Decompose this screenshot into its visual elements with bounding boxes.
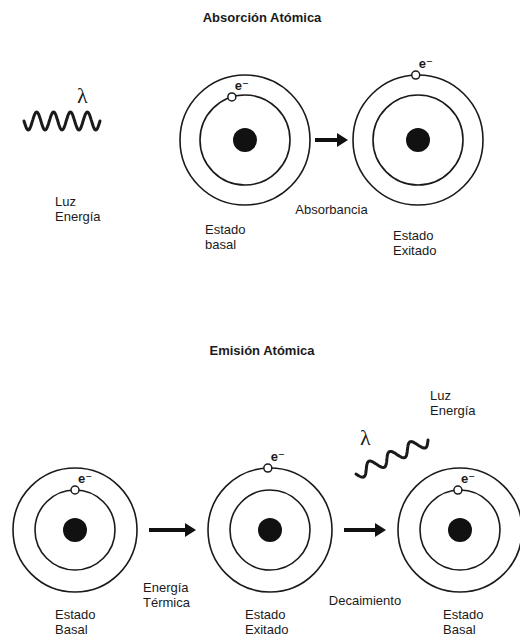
- arrow-head: [185, 523, 196, 537]
- electron-label: e⁻: [78, 472, 92, 486]
- outer-orbit: [180, 75, 310, 205]
- arrow-shaft: [315, 138, 338, 142]
- atom-node: Estado Basal: [396, 466, 520, 594]
- electron-label: e⁻: [271, 450, 285, 464]
- arrow-label: Decaimiento: [329, 593, 401, 608]
- wavelength-symbol: λ: [77, 84, 88, 108]
- electron: [454, 486, 462, 494]
- arrow-label: Energía Térmica: [143, 580, 190, 610]
- atom-node: Estado Exitado: [206, 466, 334, 594]
- inner-orbit: [200, 95, 290, 185]
- electron-label: e⁻: [235, 79, 249, 93]
- electron: [264, 464, 272, 472]
- atom-node: Estado Basal: [11, 466, 139, 594]
- nucleus: [258, 518, 282, 542]
- electron: [228, 93, 236, 101]
- outer-orbit: [398, 468, 520, 592]
- section-title: Emisión Atómica: [210, 343, 315, 358]
- electron-label: e⁻: [461, 472, 475, 486]
- light-label: Luz Energía: [55, 194, 101, 224]
- arrow-head: [337, 133, 348, 147]
- outer-orbit: [353, 75, 483, 205]
- nucleus: [233, 128, 257, 152]
- state-label: Estado Basal: [443, 607, 483, 637]
- nucleus: [63, 518, 87, 542]
- nucleus: [448, 518, 472, 542]
- reaction-arrow: [344, 523, 386, 537]
- electron: [71, 486, 79, 494]
- atom-symbol: [396, 466, 520, 594]
- inner-orbit: [420, 490, 500, 570]
- wavelength-symbol: λ: [360, 426, 371, 450]
- state-label: Estado basal: [205, 222, 245, 252]
- arrow-shaft: [149, 528, 186, 532]
- state-label: Estado Exitado: [245, 607, 288, 637]
- atom-symbol: [351, 73, 485, 207]
- reaction-arrow: [149, 523, 196, 537]
- reaction-arrow: [315, 133, 348, 147]
- electron-label: e⁻: [419, 57, 433, 71]
- nucleus: [406, 128, 430, 152]
- atom-node: Estado Exitado: [351, 73, 485, 207]
- outer-orbit: [13, 468, 137, 592]
- inner-orbit: [373, 95, 463, 185]
- atom-symbol: [11, 466, 139, 594]
- state-label: Estado Exitado: [393, 228, 436, 258]
- inner-orbit: [35, 490, 115, 570]
- arrow-head: [375, 523, 386, 537]
- light-label: Luz Energía: [430, 388, 476, 418]
- atom-symbol: [178, 73, 312, 207]
- light-wave: [24, 112, 100, 130]
- arrow-label: Absorbancia: [295, 202, 367, 217]
- atom-symbol: [206, 466, 334, 594]
- electron: [412, 71, 420, 79]
- outer-orbit: [208, 468, 332, 592]
- inner-orbit: [230, 490, 310, 570]
- atom-node: Estado basal: [178, 73, 312, 207]
- section-title: Absorción Atómica: [203, 10, 322, 25]
- arrow-shaft: [344, 528, 376, 532]
- state-label: Estado Basal: [55, 607, 95, 637]
